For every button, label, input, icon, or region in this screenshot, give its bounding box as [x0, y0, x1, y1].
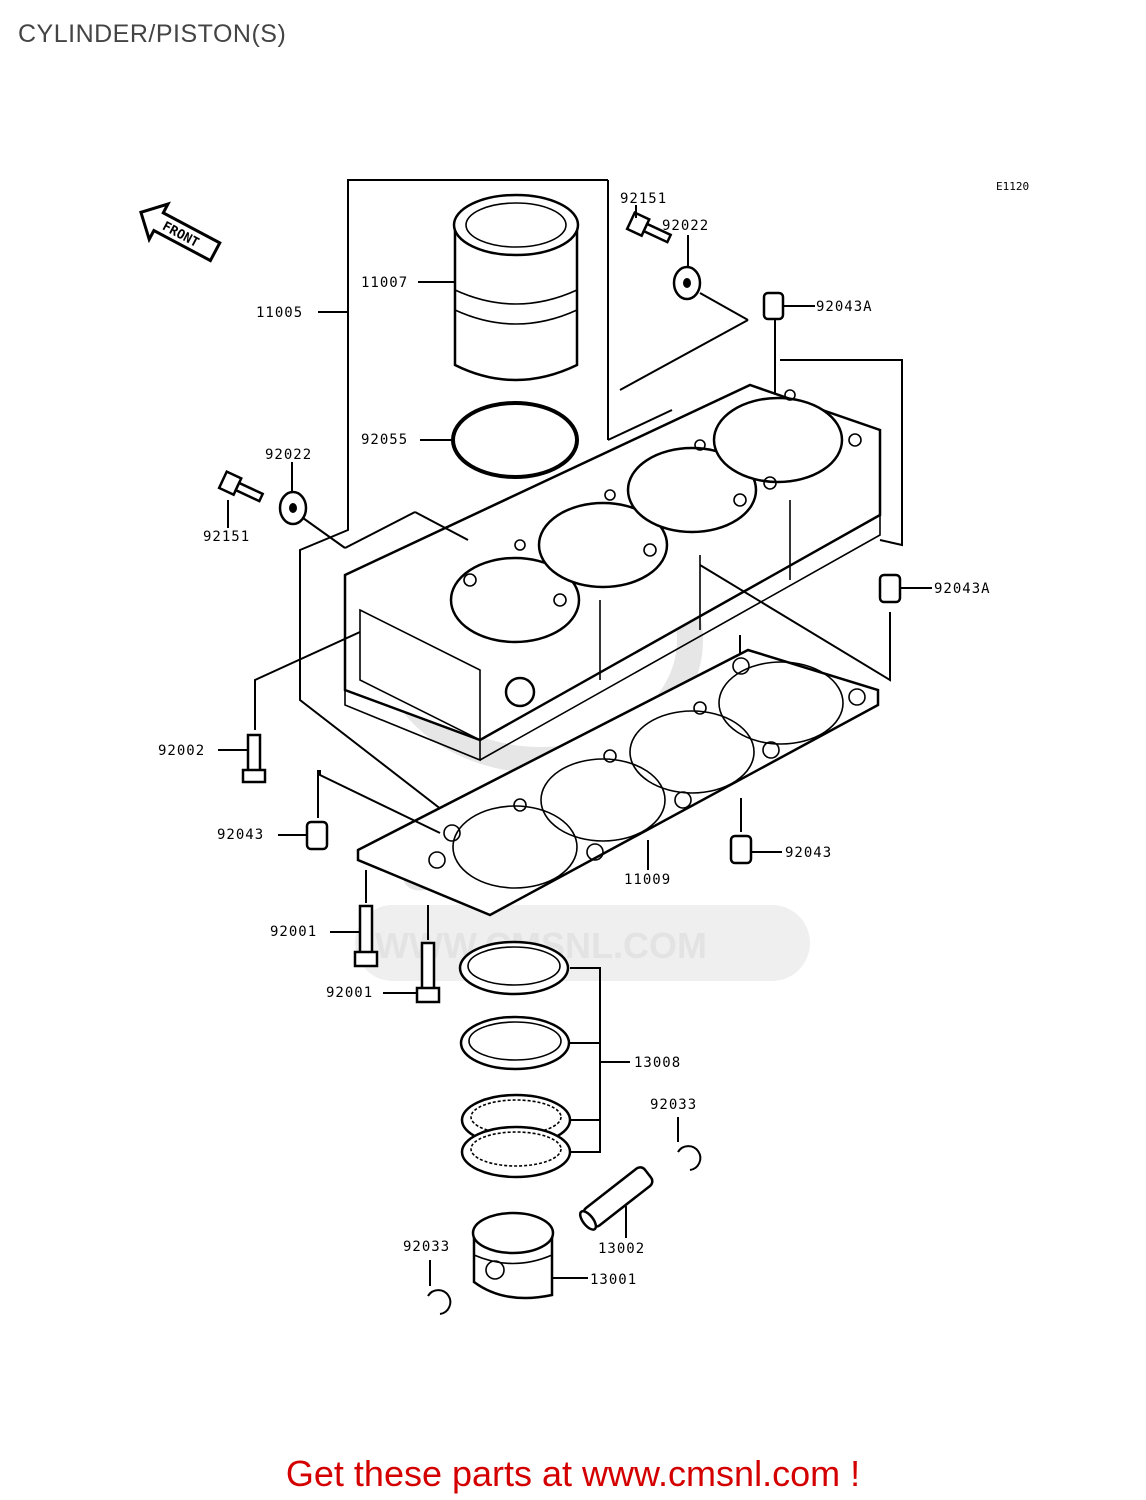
- callout-92151-left: 92151: [203, 529, 250, 545]
- callout-92001-b: 92001: [326, 985, 373, 1001]
- piston: [471, 1211, 555, 1300]
- callout-13002: 13002: [598, 1241, 645, 1257]
- bolt-left: [217, 469, 265, 503]
- cylinder-liner: [452, 193, 580, 382]
- callout-92043-left: 92043: [217, 827, 264, 843]
- callout-11009: 11009: [624, 872, 671, 888]
- bolt-92001-a: [353, 904, 379, 968]
- callout-92022-left: 92022: [265, 447, 312, 463]
- callout-92022-top: 92022: [662, 218, 709, 234]
- callout-92002: 92002: [158, 743, 205, 759]
- page-title: CYLINDER/PISTON(S): [18, 20, 287, 48]
- callout-13008: 13008: [634, 1055, 681, 1071]
- dowel-92043-right: [729, 834, 753, 865]
- cylinder-block: [343, 383, 882, 762]
- front-arrow-icon: FRONT: [139, 201, 222, 263]
- bolt-92002: [241, 733, 267, 784]
- head-gasket: [356, 648, 880, 917]
- callout-11007: 11007: [361, 275, 408, 291]
- diagram-code: E1120: [996, 180, 1030, 193]
- callout-92151-top: 92151: [620, 191, 667, 207]
- callout-92033-right: 92033: [650, 1097, 697, 1113]
- dowel-92043-left: [305, 820, 329, 851]
- callout-92055: 92055: [361, 432, 408, 448]
- callout-13001: 13001: [590, 1272, 637, 1288]
- promo-link[interactable]: Get these parts at www.cmsnl.com !: [285, 1453, 861, 1494]
- bolt-92001-b: [415, 941, 441, 1004]
- callout-92043-right: 92043: [785, 845, 832, 861]
- callout-92043A-top: 92043A: [816, 299, 873, 315]
- piston-ring-set: [458, 940, 572, 1179]
- circlip-right: [677, 1145, 702, 1171]
- callout-92033-left: 92033: [403, 1239, 450, 1255]
- circlip-left: [427, 1289, 452, 1315]
- bracket-11005: [299, 179, 608, 821]
- piston-pin: [578, 1166, 654, 1231]
- dowel-pin-top: [762, 291, 785, 321]
- callout-92001-a: 92001: [270, 924, 317, 940]
- bolt-top: [625, 210, 673, 244]
- dowel-pin-right: [878, 573, 902, 604]
- callout-11005: 11005: [256, 305, 303, 321]
- o-ring: [451, 401, 579, 479]
- callout-92043A-right: 92043A: [934, 581, 991, 597]
